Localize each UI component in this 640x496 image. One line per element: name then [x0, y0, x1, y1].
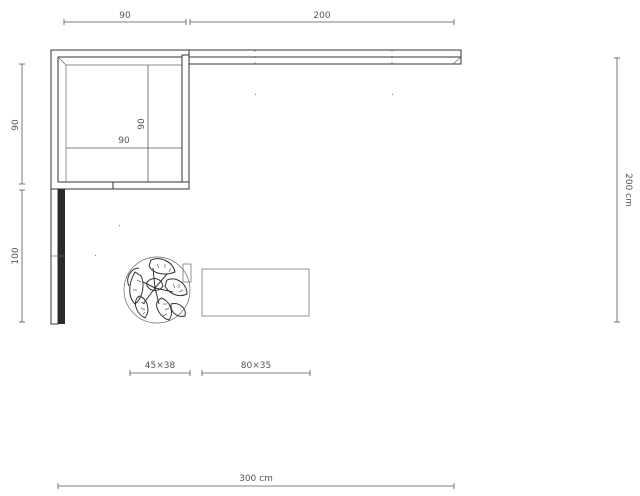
- dim-label-planter: 45×38: [145, 361, 176, 371]
- bottom-dimension: 300 cm: [57, 474, 455, 489]
- right-dimension: 200 cm: [614, 57, 633, 323]
- inner-dimensions: 90 90: [66, 65, 182, 182]
- drawing-specks: [95, 94, 393, 256]
- top-backrest: [188, 49, 462, 58]
- corner-outer: [50, 49, 190, 190]
- left-dimensions: 90 100: [11, 63, 25, 323]
- dim-label-coffee-table: 80×35: [241, 361, 271, 371]
- dim-label-left-lower: 100: [11, 247, 21, 264]
- dim-label-bottom: 300 cm: [239, 474, 273, 484]
- corner-front-rail: [112, 181, 190, 190]
- object-dimensions: 45×38 80×35: [129, 361, 311, 376]
- dim-label-left-upper: 90: [11, 119, 21, 131]
- top-end-seam: [452, 56, 462, 65]
- planter-side-table: [182, 263, 192, 283]
- dim-label-top-left: 90: [119, 11, 131, 21]
- dim-label-right: 200 cm: [623, 173, 633, 207]
- inner-width-label: 90: [118, 136, 130, 146]
- top-dimensions: 90 200: [63, 11, 455, 25]
- sofa-top-section: [188, 49, 462, 65]
- dim-label-top-right: 200: [313, 11, 330, 21]
- inner-height-label: 90: [137, 118, 147, 130]
- corner-seam: [57, 56, 67, 66]
- corner-armrest: [181, 54, 190, 190]
- plant-icon: [123, 256, 192, 324]
- sofa-corner-module: [50, 49, 190, 190]
- top-seat-edge: [188, 56, 462, 65]
- coffee-table: [201, 268, 310, 317]
